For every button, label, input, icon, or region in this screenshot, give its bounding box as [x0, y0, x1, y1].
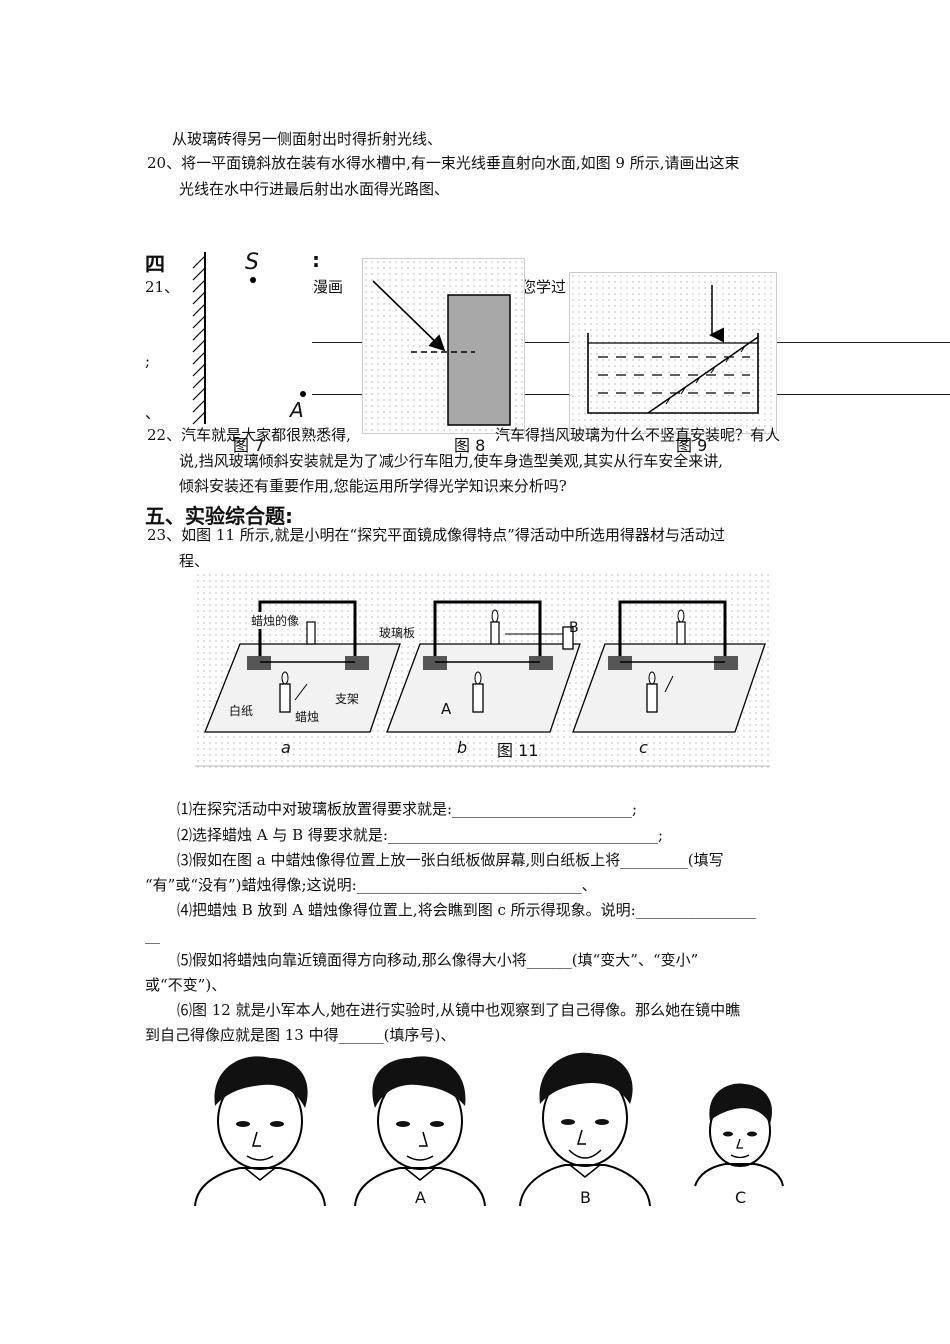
subq-3-line2: “有”或“没有”)蜡烛得像;这说明:______________________… [145, 876, 597, 894]
q22-line1-end: 汽车得挡风玻璃为什么不竖直安装呢？有人 [495, 426, 781, 444]
label-glass-plate: 玻璃板 [379, 624, 416, 641]
subq-4-line2: __ [145, 926, 160, 944]
label-candle: 蜡烛 [295, 710, 320, 724]
subq-5-line2: 或“不变”)、 [145, 976, 227, 994]
fig9-caption: 图 9 [676, 436, 708, 455]
section5-heading: 五、实验综合题: [145, 504, 293, 528]
label-candle-image: 蜡烛的像 [251, 612, 300, 629]
section4-heading-end: : [312, 248, 320, 272]
label-candle-A: A [441, 700, 452, 718]
figure-9-diagram [587, 285, 759, 414]
q22-line1-start: 22、汽车就是大家都很熟悉得, [147, 426, 351, 444]
fig11-caption: 图 11 [497, 741, 539, 760]
figure-8-diagram [372, 280, 511, 426]
q22-line2: 说,挡风玻璃倾斜安装就是为了减少行车阻力,使车身造型美观,其实从行车安全来讲, [179, 452, 724, 470]
subq-5-line1: ⑸假如将蜡烛向靠近镜面得方向移动,那么像得大小将______(填“变大”、“变小… [177, 951, 699, 969]
point-S-label: S [245, 250, 259, 275]
panel-a-label: a [281, 738, 291, 757]
label-stand: 支架 [335, 692, 360, 706]
label-white-paper: 白纸 [229, 704, 254, 718]
subq-1: ⑴在探究活动中对玻璃板放置得要求就是:_____________________… [177, 800, 638, 818]
face-A-label: A [415, 1188, 426, 1207]
subq-4-line1: ⑷把蜡烛 B 放到 A 蜡烛像得位置上,将会瞧到图 c 所示得现象。说明:___… [177, 901, 756, 919]
subq-6-line1: ⑹图 12 就是小军本人,她在进行实验时,从镜中也观察到了自己得像。那么她在镜中… [177, 1001, 741, 1019]
q20-line1: 20、将一平面镜斜放在装有水得水槽中,有一束光线垂直射向水面,如图 9 所示,请… [147, 154, 740, 172]
face-B-label: B [580, 1188, 591, 1207]
figure-7: S A [175, 234, 312, 432]
figure-12-13: A B C [185, 1046, 785, 1216]
q23-line1: 23、如图 11 所示,就是小明在“探究平面镜成像得特点”得活动中所选用得器材与… [147, 526, 725, 544]
fig8-caption: 图 8 [454, 436, 486, 455]
face-C-label: C [735, 1188, 747, 1207]
q21-fragment-b: 您学过 [521, 278, 567, 296]
section4-heading-start: 四 [145, 252, 165, 276]
figure-9 [569, 272, 777, 434]
q20-line2: 光线在水中行进最后射出水面得光路图、 [179, 180, 450, 198]
label-candle-B: B [569, 620, 579, 636]
subq-6-line2: 到自己得像应就是图 13 中得______(填序号)、 [145, 1026, 456, 1044]
faces-diagram [194, 1052, 784, 1207]
subq-2: ⑵选择蜡烛 A 与 B 得要求就是:______________________… [177, 826, 664, 844]
panel-b-label: b [457, 738, 468, 757]
q19-tail: 从玻璃砖得另一侧面射出时得折射光线、 [172, 130, 443, 148]
figure-8 [362, 258, 525, 434]
figure-11-diagram [195, 600, 770, 767]
q21-semicolon: ; [145, 352, 151, 370]
fig7-caption: 图 7 [233, 436, 265, 455]
figure-7-diagram [192, 252, 306, 425]
subq-3-line1: ⑶假如在图 a 中蜡烛像得位置上放一张白纸板做屏幕,则白纸板上将________… [177, 851, 724, 869]
panel-c-label: c [639, 738, 648, 757]
q21-number: 21、 [145, 278, 180, 296]
q22-line3: 倾斜安装还有重要作用,您能运用所学得光学知识来分析吗? [179, 477, 567, 495]
q21-dun: 、 [145, 404, 161, 422]
q23-line2: 程、 [179, 552, 210, 570]
point-A-label: A [290, 398, 304, 422]
figure-11: 蜡烛的像 玻璃板 B 白纸 支架 蜡烛 A a b 图 11 c [195, 572, 770, 768]
